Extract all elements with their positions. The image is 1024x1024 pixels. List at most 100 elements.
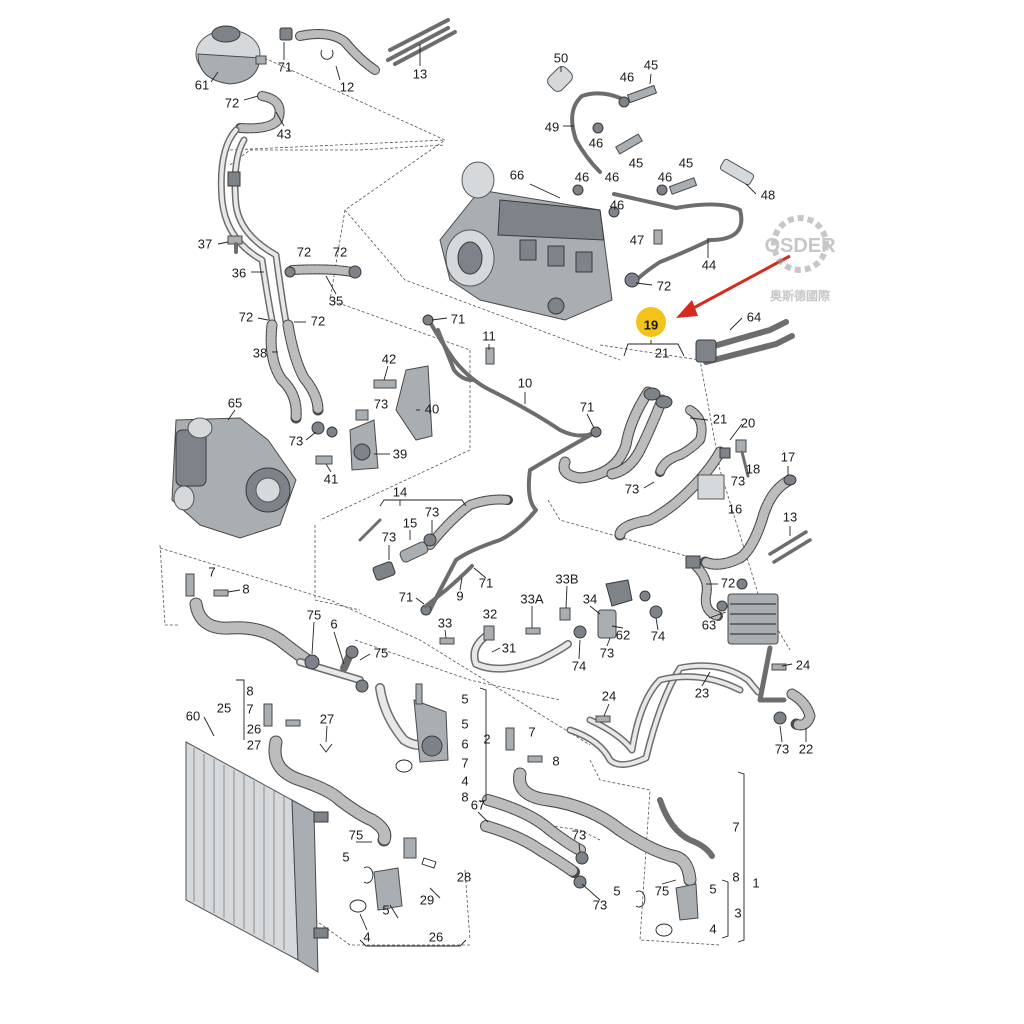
callout-13: 13 bbox=[413, 66, 427, 81]
callout-40: 40 bbox=[425, 401, 439, 416]
hose-31 bbox=[439, 607, 572, 673]
hose-16 bbox=[614, 446, 726, 541]
callout-14: 14 bbox=[393, 484, 407, 499]
callout-2: 2 bbox=[483, 731, 490, 746]
fitting-assembly-2 bbox=[375, 683, 449, 773]
callout-75: 75 bbox=[655, 883, 669, 898]
callout-5: 5 bbox=[709, 881, 716, 896]
callout-29: 29 bbox=[420, 892, 434, 907]
callout-41: 41 bbox=[324, 471, 338, 486]
callout-15: 15 bbox=[403, 515, 417, 530]
hose-1 bbox=[505, 727, 715, 889]
callout-25: 25 bbox=[217, 700, 231, 715]
callout-73: 73 bbox=[425, 504, 439, 519]
callout-26: 26 bbox=[247, 721, 261, 736]
callout-44: 44 bbox=[702, 257, 716, 272]
hose-9 bbox=[424, 564, 474, 608]
callout-45: 45 bbox=[629, 155, 643, 170]
callout-8: 8 bbox=[461, 789, 468, 804]
hose-17 bbox=[699, 474, 797, 570]
callout-73: 73 bbox=[374, 396, 388, 411]
callout-49: 49 bbox=[545, 119, 559, 134]
watermark: OSDER 奥斯德國際 bbox=[764, 215, 836, 303]
callout-8: 8 bbox=[732, 869, 739, 884]
hose-35 bbox=[284, 264, 362, 279]
callout-75: 75 bbox=[307, 607, 321, 622]
pipes-13-middle bbox=[768, 530, 812, 564]
hose-12 bbox=[279, 27, 380, 75]
callout-4: 4 bbox=[461, 773, 468, 788]
callout-43: 43 bbox=[277, 126, 291, 141]
callout-3: 3 bbox=[734, 905, 741, 920]
callout-33B: 33B bbox=[555, 571, 578, 586]
part-19-bracket bbox=[623, 340, 685, 357]
callout-62: 62 bbox=[616, 627, 630, 642]
callout-64: 64 bbox=[747, 309, 761, 324]
callout-7: 7 bbox=[208, 564, 215, 579]
callout-73: 73 bbox=[572, 827, 586, 842]
callout-16: 16 bbox=[728, 501, 742, 516]
hoses-21 bbox=[558, 386, 673, 484]
callout-5: 5 bbox=[613, 883, 620, 898]
callout-71: 71 bbox=[278, 59, 292, 74]
callout-6: 6 bbox=[461, 736, 468, 751]
callout-65: 65 bbox=[228, 395, 242, 410]
callout-23: 23 bbox=[695, 685, 709, 700]
callout-45: 45 bbox=[644, 57, 658, 72]
callout-60: 60 bbox=[186, 708, 200, 723]
callout-17: 17 bbox=[781, 449, 795, 464]
callout-46: 46 bbox=[620, 69, 634, 84]
callout-8: 8 bbox=[552, 753, 559, 768]
oil-lines-upper bbox=[547, 66, 755, 288]
hoses-38 bbox=[265, 319, 325, 435]
callout-46: 46 bbox=[575, 169, 589, 184]
pointer-arrow bbox=[676, 254, 791, 318]
watermark-subtitle: 奥斯德國際 bbox=[770, 288, 831, 303]
callout-5: 5 bbox=[342, 849, 349, 864]
callout-36: 36 bbox=[232, 265, 246, 280]
callout-27: 27 bbox=[320, 711, 334, 726]
callout-48: 48 bbox=[761, 187, 775, 202]
callout-34: 34 bbox=[583, 591, 597, 606]
callout-73: 73 bbox=[625, 481, 639, 496]
fitting-26 bbox=[349, 837, 437, 913]
callout-26: 26 bbox=[429, 929, 443, 944]
water-pump-65 bbox=[171, 417, 297, 539]
part-64 bbox=[695, 319, 795, 365]
callout-4: 4 bbox=[709, 921, 716, 936]
radiator-60 bbox=[185, 741, 329, 973]
callout-46: 46 bbox=[658, 169, 672, 184]
expansion-tank bbox=[195, 25, 267, 85]
callout-33A: 33A bbox=[520, 591, 543, 606]
hose-lower-left bbox=[185, 573, 317, 669]
callout-31: 31 bbox=[502, 640, 516, 655]
bolt-37 bbox=[227, 235, 243, 254]
callout-73: 73 bbox=[289, 433, 303, 448]
pipe-23 bbox=[566, 645, 787, 768]
callout-72: 72 bbox=[311, 313, 325, 328]
callout-7: 7 bbox=[246, 701, 253, 716]
valve-62 bbox=[573, 579, 663, 639]
callout-6: 6 bbox=[330, 616, 337, 631]
callout-7: 7 bbox=[528, 724, 535, 739]
callout-35: 35 bbox=[329, 293, 343, 308]
callout-37: 37 bbox=[198, 236, 212, 251]
callout-8: 8 bbox=[242, 581, 249, 596]
fitting-18 bbox=[719, 439, 750, 478]
callout-33: 33 bbox=[438, 615, 452, 630]
callout-75: 75 bbox=[374, 645, 388, 660]
valve-14 bbox=[358, 494, 513, 581]
callout-47: 47 bbox=[630, 232, 644, 247]
callout-24: 24 bbox=[796, 657, 810, 672]
callout-27: 27 bbox=[247, 737, 261, 752]
callout-21: 21 bbox=[655, 345, 669, 360]
callout-46: 46 bbox=[605, 169, 619, 184]
callout-46: 46 bbox=[589, 135, 603, 150]
callout-71: 71 bbox=[580, 399, 594, 414]
callout-72: 72 bbox=[297, 244, 311, 259]
callout-28: 28 bbox=[457, 869, 471, 884]
pipes-13-top bbox=[386, 18, 457, 66]
